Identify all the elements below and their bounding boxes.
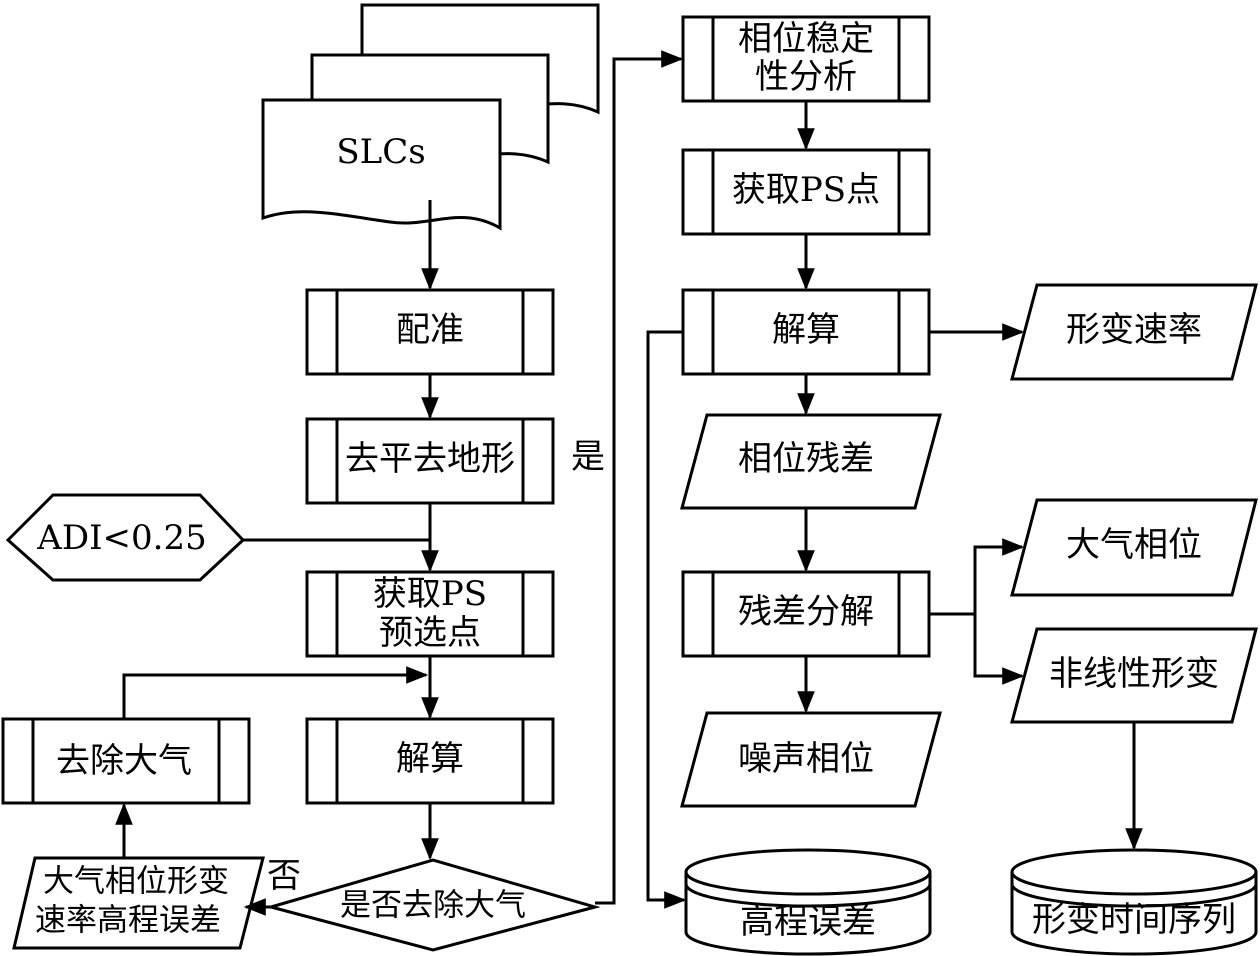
flatten-label: 去平去地形	[345, 439, 515, 479]
adi-label: ADI<0.25	[36, 518, 206, 558]
solve-left-label: 解算	[396, 739, 464, 779]
get-ps-label: 获取PS点	[732, 170, 880, 210]
height-err-cylinder	[684, 848, 932, 956]
res-decomp-label: 残差分解	[738, 592, 874, 632]
noise-label: 噪声相位	[738, 739, 874, 779]
remove-atm-label: 去除大气	[56, 741, 192, 781]
arrow-remove-atm-loop	[122, 666, 429, 719]
nonlinear-label: 非线性形变	[1049, 654, 1219, 694]
arrow-to-nonlinear	[973, 614, 1025, 685]
coreg-label: 配准	[396, 310, 464, 350]
phase-stab-label-line2: 性分析	[755, 57, 857, 97]
phase-stab-label-line1: 相位稳定	[738, 19, 874, 59]
def-rate-parallelogram	[1010, 283, 1258, 381]
atm-params-label-line2: 速率高程误差	[35, 903, 221, 939]
atm-params-parallelogram	[12, 856, 265, 950]
atm-phase-label: 大气相位	[1066, 525, 1202, 565]
slcs-document-stack	[261, 3, 600, 231]
solve-right-label: 解算	[772, 310, 840, 350]
ts-label: 形变时间序列	[1032, 900, 1236, 940]
atm-params-label-line1: 大气相位形变	[43, 864, 229, 900]
height-err-label: 高程误差	[740, 902, 876, 942]
noise-parallelogram	[680, 711, 942, 808]
atm-phase-parallelogram	[1010, 498, 1258, 597]
residual-parallelogram	[680, 413, 942, 510]
nonlinear-parallelogram	[1010, 627, 1258, 724]
no-edge-label: 否	[267, 856, 301, 896]
yes-edge-label: 是	[571, 437, 605, 477]
ps-pre-label-line2: 预选点	[379, 613, 481, 653]
residual-label: 相位残差	[738, 439, 874, 479]
arrow-to-atm-phase	[973, 538, 1025, 614]
arrow-decision-yes	[595, 50, 684, 905]
arrow-solve-to-height-err	[646, 330, 687, 909]
def-rate-label: 形变速率	[1066, 310, 1202, 350]
slcs-label: SLCs	[336, 132, 425, 172]
ps-pre-label-line1: 获取PS	[373, 574, 487, 614]
decision-diamond	[265, 858, 601, 952]
decision-label: 是否去除大气	[340, 888, 526, 924]
